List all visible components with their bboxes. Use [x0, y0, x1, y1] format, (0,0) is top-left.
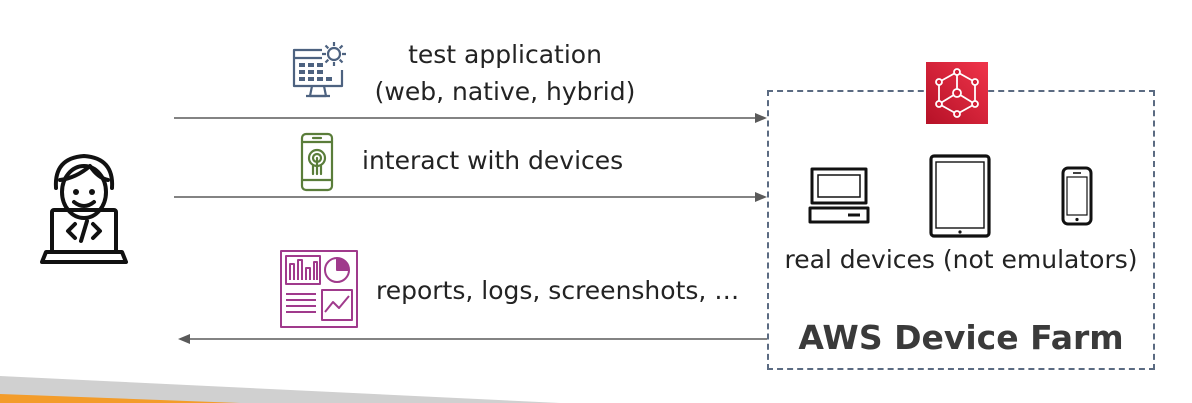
aws-device-farm-icon: [926, 62, 988, 124]
phone-touch-icon: [300, 132, 334, 192]
developer-laptop-icon: [38, 148, 130, 266]
interact-with-devices-label: interact with devices: [362, 146, 624, 175]
arrow-reports: [178, 334, 767, 344]
dashboard-report-icon: [280, 250, 358, 328]
decorative-accent-bar: [0, 376, 560, 403]
arrow-test-application: [174, 113, 767, 123]
smartphone-icon: [1061, 166, 1093, 226]
test-application-label: test application: [408, 40, 602, 69]
reports-logs-screenshots-label: reports, logs, screenshots, …: [376, 276, 740, 305]
arrow-interact: [174, 192, 767, 202]
test-application-types-label: (web, native, hybrid): [374, 77, 636, 106]
code-monitor-gear-icon: [290, 40, 352, 102]
tablet-icon: [929, 154, 991, 238]
desktop-computer-icon: [808, 166, 870, 224]
real-devices-label: real devices (not emulators): [784, 245, 1138, 274]
aws-device-farm-title: AWS Device Farm: [798, 318, 1124, 357]
